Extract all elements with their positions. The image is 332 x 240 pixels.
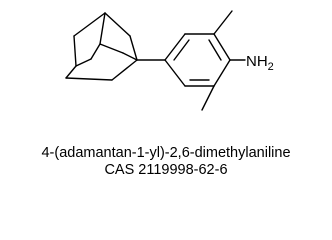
bond — [73, 35, 77, 67]
bond — [164, 33, 186, 61]
bond — [65, 65, 77, 79]
bond — [65, 77, 113, 81]
amine-label-main: NH — [246, 53, 268, 70]
bond — [164, 59, 186, 87]
adamantane-cage — [65, 12, 138, 81]
bond — [129, 35, 138, 61]
methyl-bond-lower — [201, 85, 215, 111]
benzene-ring — [164, 33, 231, 87]
compound-name: 4-(adamantan-1-yl)-2,6-dimethylaniline — [41, 145, 291, 161]
bond — [90, 43, 101, 60]
amine-label-subscript: 2 — [268, 61, 274, 73]
bond — [104, 12, 131, 37]
amine-label: NH2 — [246, 53, 274, 73]
methyl-bond-upper — [213, 10, 233, 35]
bond — [73, 12, 106, 37]
bond — [99, 43, 124, 54]
bond — [213, 59, 231, 87]
structure-diagram: NH2 — [65, 10, 274, 111]
cas-number: CAS 2119998-62-6 — [104, 162, 228, 178]
bond — [122, 52, 138, 61]
double-bond-line — [173, 39, 190, 61]
double-bond-line — [208, 39, 222, 61]
bond — [213, 33, 231, 61]
bond — [99, 12, 106, 45]
bond — [111, 59, 138, 81]
bond — [75, 58, 92, 67]
